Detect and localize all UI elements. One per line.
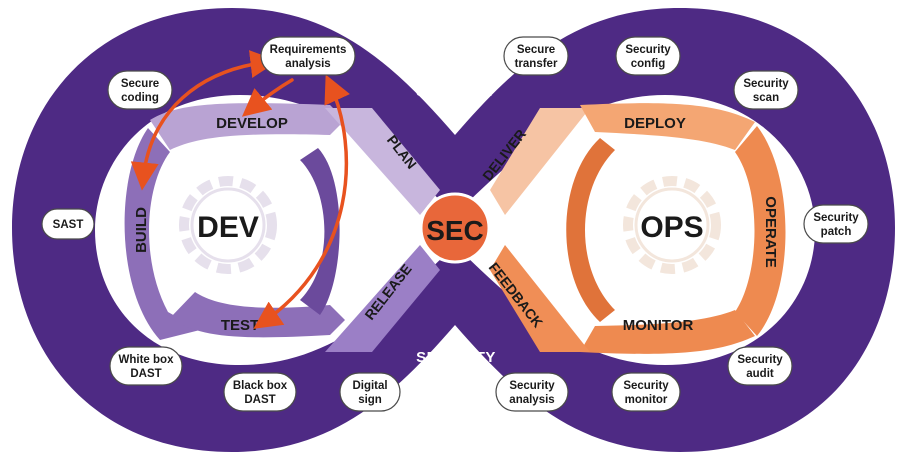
build-label: BUILD: [133, 207, 150, 253]
security-top-label: SECURITY: [416, 83, 496, 100]
monitor-segment: [580, 310, 755, 354]
pill-security-patch-line2: patch: [821, 226, 852, 238]
deliver-segment: [490, 108, 590, 215]
pill-security-scan-line1: Security: [743, 78, 789, 90]
requirements-arrows: [130, 50, 350, 329]
monitor-label: MONITOR: [623, 317, 694, 334]
sec-label: SEC: [426, 215, 484, 246]
pill-security-config-line2: config: [631, 58, 666, 70]
pill-black-box-line2: DAST: [244, 394, 275, 406]
pill-security-monitor-line1: Security: [623, 380, 669, 392]
pill-security-audit: Security audit: [727, 346, 793, 386]
pill-white-box-line2: DAST: [130, 368, 161, 380]
pill-security-analysis-line1: Security: [509, 380, 555, 392]
pill-security-scan: Security scan: [733, 70, 799, 110]
pill-security-patch: Security patch: [803, 204, 869, 244]
deploy-segment: [580, 103, 755, 150]
ops-gear-icon: [623, 176, 721, 274]
pill-secure-coding: Secure coding: [107, 70, 173, 110]
pill-sast: SAST: [41, 208, 95, 240]
deploy-label: DEPLOY: [624, 115, 686, 132]
pill-requirements-line1: Requirements: [270, 44, 347, 56]
pill-black-box-line1: Black box: [233, 380, 288, 392]
operate-label: OPERATE: [762, 196, 779, 267]
pill-requirements-line2: analysis: [285, 58, 330, 70]
pill-secure-transfer-line2: transfer: [515, 58, 558, 70]
sec-circle: SEC: [419, 192, 491, 264]
pill-digital-sign-line2: sign: [358, 394, 382, 406]
dev-label: DEV: [197, 211, 259, 244]
develop-label: DEVELOP: [216, 115, 288, 132]
pill-secure-transfer: Secure transfer: [503, 36, 569, 76]
pill-security-audit-line2: audit: [746, 368, 774, 380]
pill-secure-coding-line2: coding: [121, 92, 159, 104]
pill-security-monitor-line2: monitor: [625, 394, 668, 406]
pill-secure-coding-line1: Secure: [121, 78, 159, 90]
security-bottom-label: SECURITY: [416, 349, 496, 366]
pill-white-box: White box DAST: [109, 346, 183, 386]
pill-security-config-line1: Security: [625, 44, 671, 56]
pill-security-audit-line1: Security: [737, 354, 783, 366]
pill-security-patch-line1: Security: [813, 212, 859, 224]
plan-segment: [325, 108, 440, 215]
pill-requirements: Requirements analysis: [260, 36, 356, 76]
test-label: TEST: [221, 317, 259, 334]
pill-security-analysis: Security analysis: [495, 372, 569, 412]
pill-white-box-line1: White box: [119, 354, 175, 366]
pill-security-monitor: Security monitor: [611, 372, 681, 412]
pill-security-scan-line2: scan: [753, 92, 779, 104]
pill-secure-transfer-line1: Secure: [517, 44, 555, 56]
pill-digital-sign-line1: Digital: [352, 380, 387, 392]
pill-digital-sign: Digital sign: [339, 372, 401, 412]
ops-loop: [490, 103, 786, 354]
pill-black-box: Black box DAST: [223, 372, 297, 412]
release-segment: [325, 245, 440, 352]
ops-inner-arc: [566, 138, 615, 322]
pill-sast-line1: SAST: [53, 219, 84, 231]
operate-segment: [735, 126, 786, 336]
pill-security-analysis-line2: analysis: [509, 394, 554, 406]
ops-label: OPS: [640, 211, 703, 244]
feedback-segment: [490, 245, 590, 352]
pill-security-config: Security config: [615, 36, 681, 76]
